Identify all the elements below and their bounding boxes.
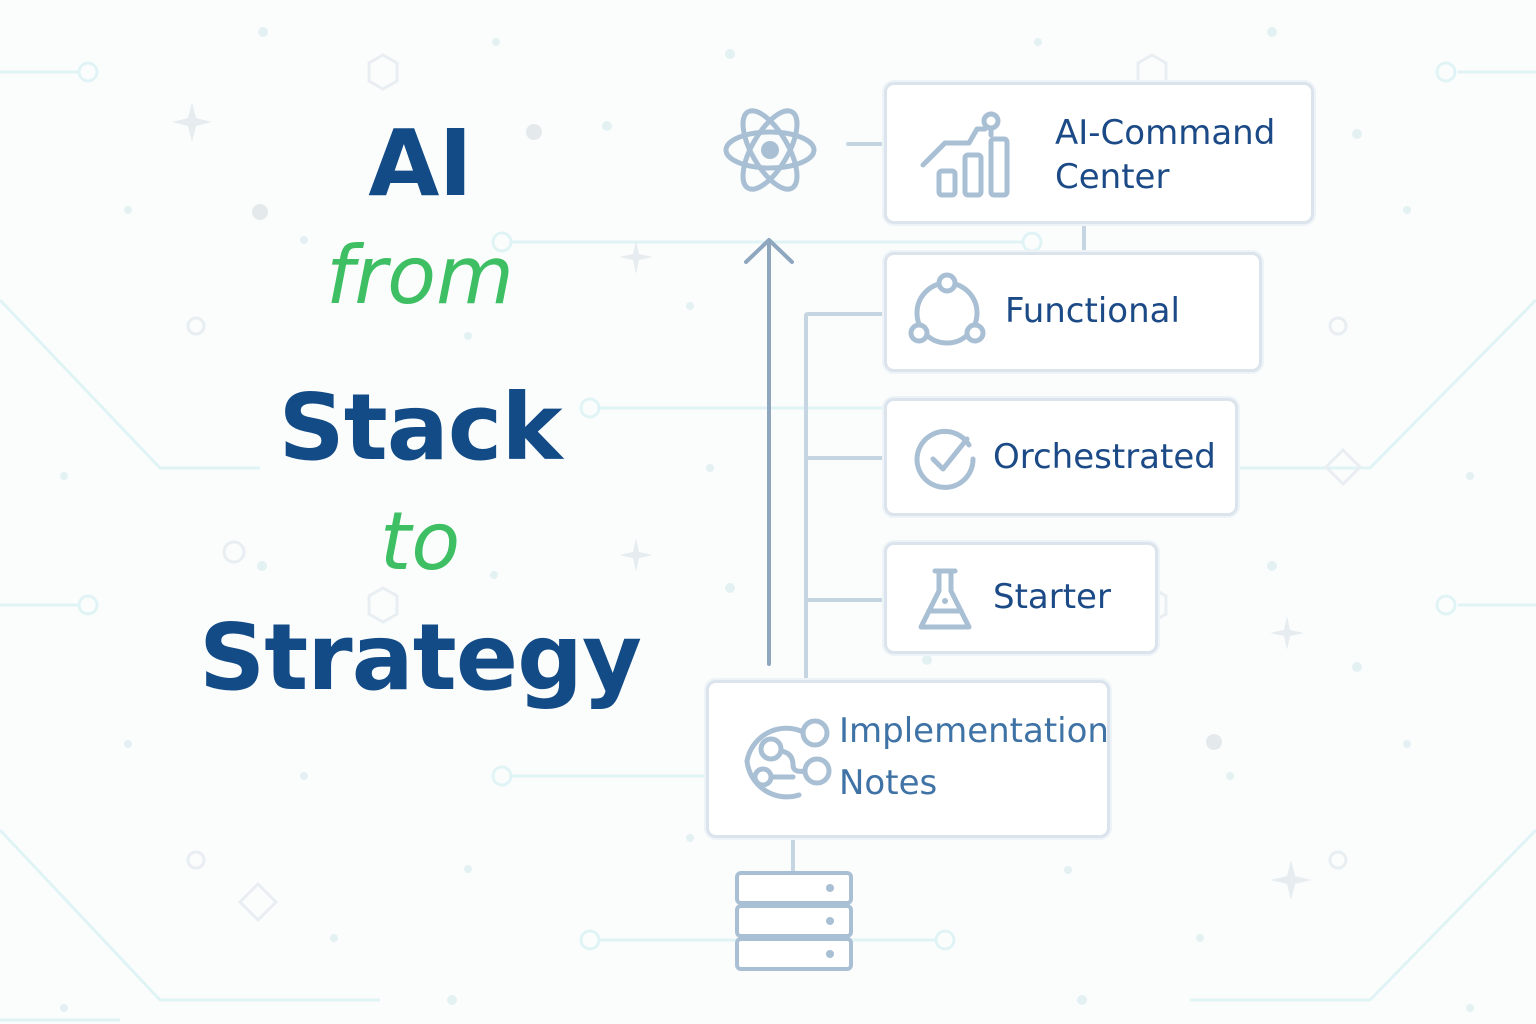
level-label-implementation-notes: Implementation Notes bbox=[839, 711, 1109, 803]
level-label-orchestrated: Orchestrated bbox=[993, 437, 1216, 477]
level-label-ai-command-center: AI-Command Center bbox=[1055, 113, 1276, 197]
clock-check-icon bbox=[914, 428, 976, 490]
headline-stack: Stack bbox=[278, 374, 562, 481]
headline-ai: AI bbox=[368, 110, 472, 217]
level-label-functional: Functional bbox=[1005, 291, 1180, 331]
up-arrow bbox=[744, 238, 794, 666]
flask-icon bbox=[918, 568, 972, 630]
headline-from: from bbox=[326, 229, 514, 322]
headline-strategy: Strategy bbox=[199, 604, 642, 711]
connected-nodes-icon bbox=[744, 718, 832, 800]
level-card-ai-command-center: AI-Command Center bbox=[884, 82, 1314, 224]
server-stack-icon bbox=[735, 871, 853, 971]
headline-to: to bbox=[379, 495, 461, 588]
level-card-orchestrated: Orchestrated bbox=[884, 398, 1238, 516]
atom-icon bbox=[723, 108, 817, 192]
network-nodes-icon bbox=[908, 272, 986, 346]
bar-chart-growth-icon bbox=[920, 111, 1010, 198]
level-card-functional: Functional bbox=[884, 252, 1262, 372]
level-label-starter: Starter bbox=[993, 577, 1111, 617]
level-card-implementation-notes: Implementation Notes bbox=[706, 680, 1110, 838]
level-card-starter: Starter bbox=[884, 542, 1158, 654]
